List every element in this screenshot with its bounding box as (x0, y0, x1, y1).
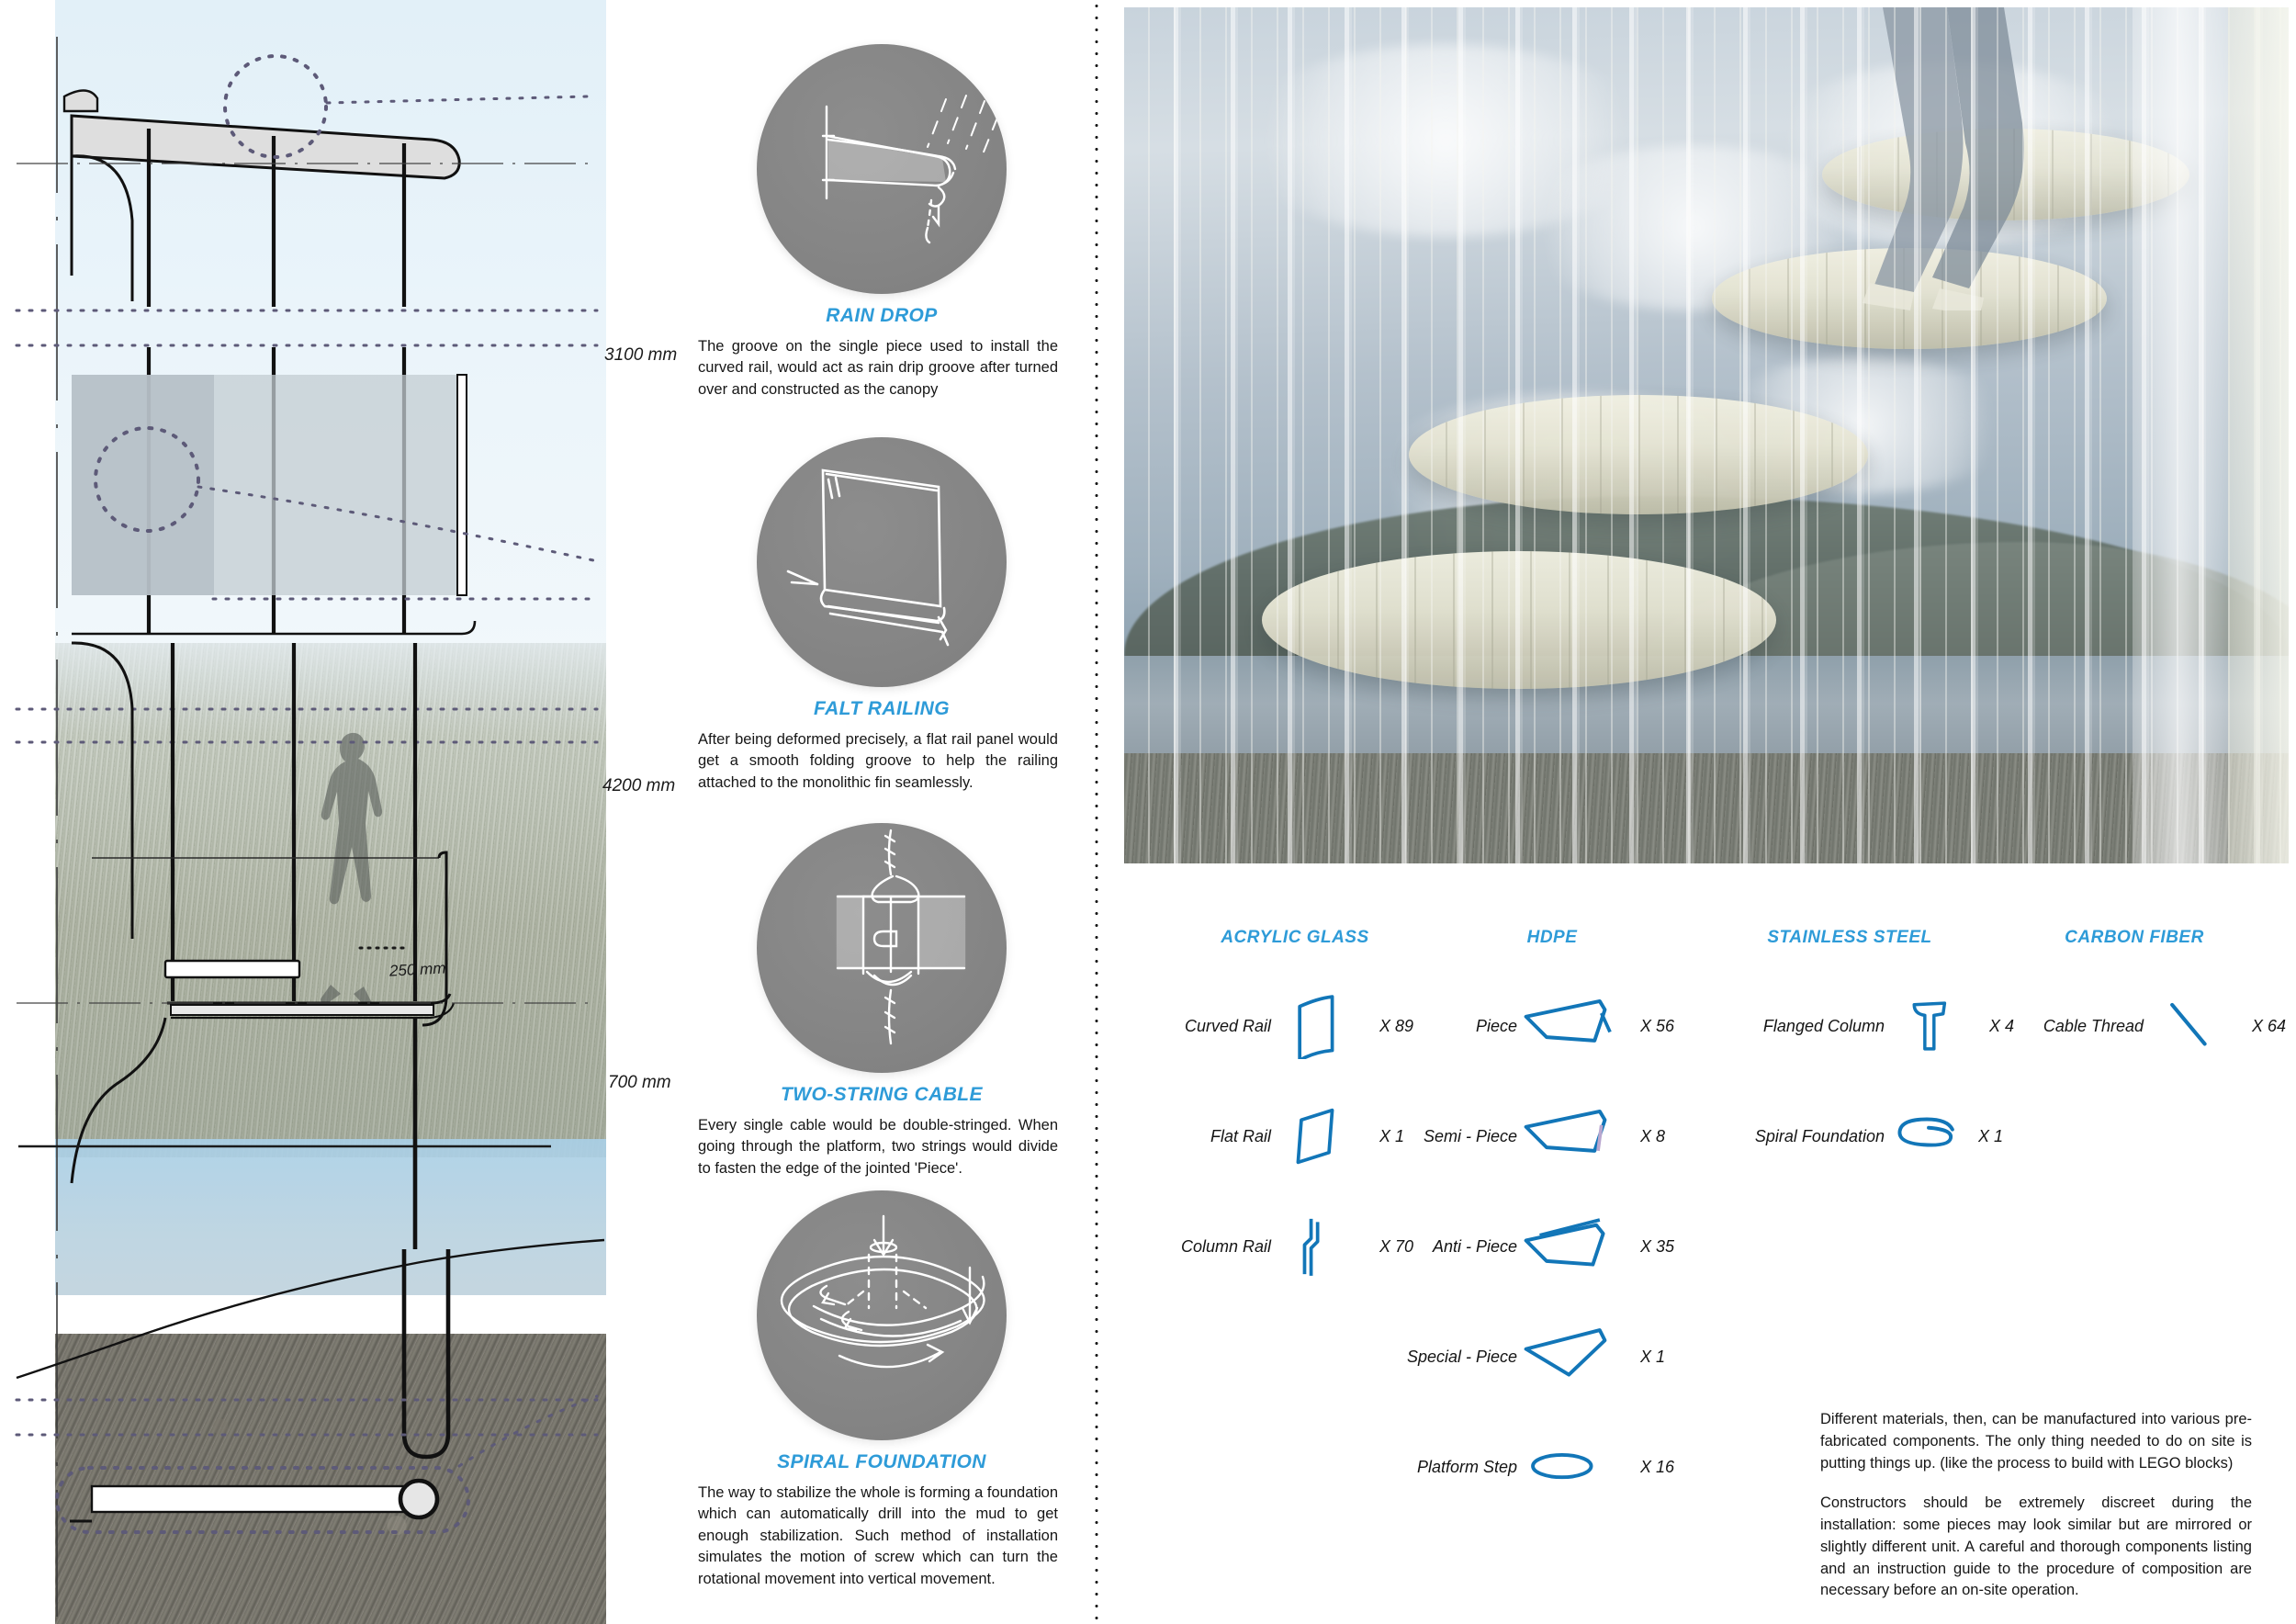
glass-fins-overlay (1124, 7, 2289, 863)
canopy-rain-drip-sketch-icon (757, 44, 1007, 294)
column-rail-icon (1271, 1214, 1359, 1279)
anti-piece-icon (1517, 1214, 1627, 1279)
detail-title: SPIRAL FOUNDATION (777, 1451, 986, 1472)
curved-rail-icon (1271, 994, 1359, 1059)
part-quantity: X 64 (2252, 1016, 2287, 1035)
part-label: Anti - Piece (1432, 1236, 1517, 1256)
part-quantity: X 8 (1640, 1126, 1666, 1145)
material-heading: HDPE (1526, 928, 1578, 947)
part-row: Cable Thread X 64 (1997, 994, 2296, 1058)
part-quantity: X 1 (1379, 1126, 1405, 1145)
part-label: Flanged Column (1762, 1016, 1885, 1035)
material-group-hdpe: HDPE (1414, 928, 1690, 948)
part-row: Special - Piece X 1 (1361, 1325, 1692, 1389)
detail-title: RAIN DROP (826, 305, 938, 326)
flanged-column-icon (1885, 994, 1973, 1058)
special-piece-icon (1517, 1325, 1627, 1389)
part-row: Column Rail X 70 (1133, 1214, 1436, 1279)
part-row: Platform Step X 16 (1361, 1435, 1692, 1499)
piece-icon (1517, 994, 1627, 1058)
dimension-250mm: 250 mm (388, 959, 446, 980)
foreground-column (2133, 7, 2228, 863)
part-quantity: X 35 (1640, 1236, 1675, 1256)
detail-rain-drop: RAIN DROP The groove on the single piece… (698, 44, 1065, 400)
dimension-4200mm: 4200 mm (602, 776, 676, 795)
part-quantity: X 56 (1640, 1016, 1675, 1035)
part-quantity: X 70 (1379, 1236, 1414, 1256)
part-quantity: X 16 (1640, 1457, 1675, 1476)
material-heading: ACRYLIC GLASS (1221, 928, 1369, 947)
part-row: Piece X 56 (1361, 994, 1692, 1058)
detail-body: After being deformed precisely, a flat r… (698, 731, 1058, 791)
part-row: Semi - Piece X 8 (1361, 1104, 1692, 1168)
two-string-cable-joint-sketch-icon (757, 823, 1007, 1073)
spiral-foundation-icon (1885, 1104, 1973, 1168)
platform-step-icon (1517, 1435, 1627, 1499)
material-group-acrylic-glass: ACRYLIC GLASS (1157, 928, 1433, 948)
part-quantity: X 4 (1989, 1016, 2015, 1035)
foreground-column-2 (2228, 7, 2289, 863)
part-row: Curved Rail X 89 (1133, 994, 1436, 1059)
material-group-carbon-fiber: CARBON FIBER (1997, 928, 2272, 948)
dimension-700mm: 700 mm (608, 1073, 671, 1092)
detail-body: The groove on the single piece used to i… (698, 338, 1058, 398)
part-label: Piece (1475, 1016, 1517, 1035)
detail-spiral-foundation: SPIRAL FOUNDATION The way to stabilize t… (698, 1190, 1065, 1590)
section-linework (15, 37, 605, 1617)
material-heading: CARBON FIBER (2065, 928, 2204, 947)
part-label: Curved Rail (1184, 1016, 1271, 1035)
part-row: Flanged Column X 4 (1730, 994, 2033, 1058)
human-scale-figure (321, 732, 383, 1007)
mud-backdrop (55, 1295, 606, 1624)
part-label: Semi - Piece (1423, 1126, 1517, 1145)
closing-notes: Different materials, then, can be manufa… (1820, 1409, 2252, 1620)
part-label: Platform Step (1416, 1457, 1517, 1476)
note-paragraph-1: Different materials, then, can be manufa… (1820, 1411, 2252, 1472)
detail-two-string-cable: TWO-STRING CABLE Every single cable woul… (698, 823, 1065, 1179)
material-heading: STAINLESS STEEL (1767, 928, 1932, 947)
components-legend: ACRYLIC GLASS Curved Rail X 89 Flat Rail… (1124, 928, 2296, 1480)
spiral-screw-foundation-sketch-icon (757, 1190, 1007, 1440)
detail-body: Every single cable would be double-strin… (698, 1117, 1058, 1177)
vertical-dotted-divider (1095, 0, 1098, 1624)
part-row: Spiral Foundation X 1 (1730, 1104, 2033, 1168)
detail-body: The way to stabilize the whole is formin… (698, 1484, 1058, 1587)
dimension-3100mm: 3100 mm (604, 345, 678, 365)
detail-falt-railing: FALT RAILING After being deformed precis… (698, 437, 1065, 794)
part-label: Cable Thread (2043, 1016, 2144, 1035)
part-row: Anti - Piece X 35 (1361, 1214, 1692, 1279)
part-label: Column Rail (1180, 1236, 1271, 1256)
part-quantity: X 89 (1379, 1016, 1414, 1035)
material-group-stainless-steel: STAINLESS STEEL (1712, 928, 1987, 948)
note-paragraph-2: Constructors should be extremely discree… (1820, 1494, 2252, 1599)
flat-rail-panel-fold-sketch-icon (757, 437, 1007, 687)
part-label: Flat Rail (1210, 1126, 1271, 1145)
detail-title: FALT RAILING (814, 698, 950, 719)
tower-platform-perspective-render (1124, 7, 2289, 863)
section-drawing-panel: 250 mm (0, 0, 606, 1624)
semi-piece-icon (1517, 1104, 1627, 1168)
mud-break-gap (55, 1295, 606, 1334)
part-label: Spiral Foundation (1754, 1126, 1885, 1145)
part-row: Flat Rail X 1 (1133, 1104, 1436, 1168)
detail-callouts-panel: RAIN DROP The groove on the single piece… (698, 0, 1084, 1624)
detail-title: TWO-STRING CABLE (781, 1084, 983, 1105)
flat-rail-icon (1271, 1104, 1359, 1168)
part-label: Special - Piece (1406, 1347, 1517, 1366)
part-quantity: X 1 (1640, 1347, 1666, 1366)
part-quantity: X 1 (1978, 1126, 2004, 1145)
cable-thread-icon (2144, 994, 2232, 1058)
